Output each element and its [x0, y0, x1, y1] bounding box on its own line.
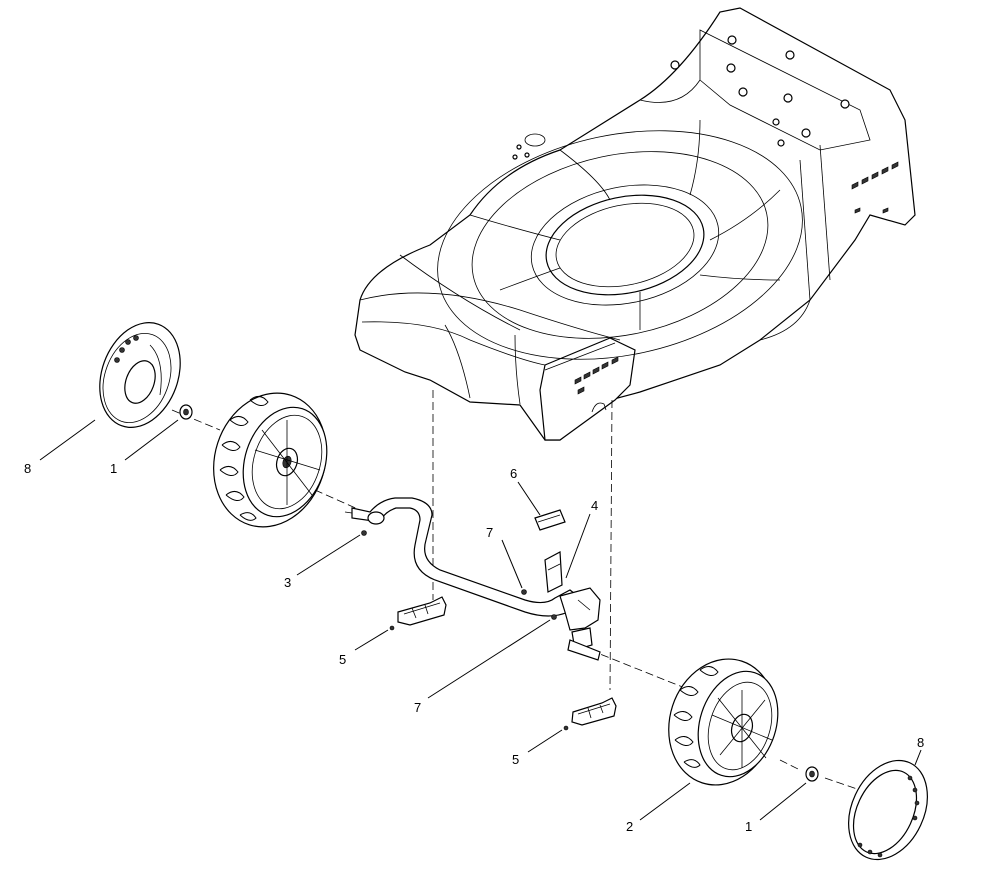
- callout-1-left: 1: [110, 461, 117, 476]
- deck-bolts: [670, 35, 850, 147]
- hubcap-left: [99, 322, 181, 428]
- front-wheel-right: [668, 658, 779, 786]
- callout-5-left: 5: [339, 652, 346, 667]
- deck-vents: [851, 161, 899, 214]
- height-adjust-assembly: [521, 509, 601, 661]
- callout-4: 4: [591, 498, 598, 513]
- callout-1-right: 1: [745, 819, 752, 834]
- bracket-slots: [574, 356, 619, 395]
- callout-2: 2: [626, 819, 633, 834]
- height-lever-left: [389, 596, 447, 631]
- hub-nut-right: [805, 766, 819, 782]
- hubcap-right: [848, 759, 928, 861]
- callout-8-right: 8: [917, 735, 924, 750]
- callout-7-bottom: 7: [414, 700, 421, 715]
- callout-labels: 8 1 3 6 7 4 5 7 5 8 2 1: [24, 461, 924, 834]
- callout-6: 6: [510, 466, 517, 481]
- leader-lines: [39, 419, 922, 821]
- height-lever-right: [563, 697, 617, 731]
- callout-8-left: 8: [24, 461, 31, 476]
- mower-deck: [354, 7, 916, 441]
- callout-7-top: 7: [486, 525, 493, 540]
- rear-wheel-left: [213, 392, 328, 528]
- hub-nut-left: [179, 404, 193, 420]
- callout-5-right: 5: [512, 752, 519, 767]
- callout-3: 3: [284, 575, 291, 590]
